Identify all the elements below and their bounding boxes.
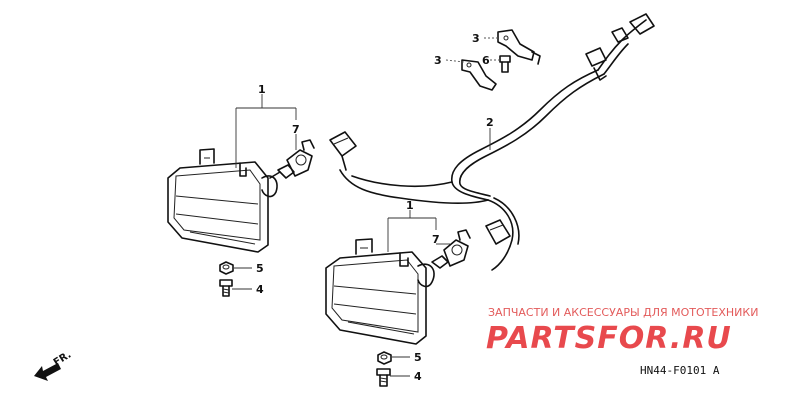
watermark-brand: PARTSFOR.RU [486, 321, 732, 356]
left-screw [219, 279, 233, 297]
direction-label: FR. [52, 349, 74, 368]
left-bulb [269, 139, 315, 179]
callout-screw-left: 4 [256, 283, 264, 296]
diagram-code: HN44-F0101 A [640, 364, 720, 377]
callout-bolt: 6 [482, 54, 490, 67]
watermark-caption: ЗАПЧАСТИ И АКСЕССУАРЫ ДЛЯ МОТОТЕХНИКИ [488, 306, 758, 319]
callout-numbers: 1 7 1 7 5 4 5 4 2 3 3 6 [256, 32, 494, 383]
callout-stay-upper: 3 [472, 32, 480, 45]
stay-lower [461, 59, 497, 91]
right-headlight-assembly [325, 238, 435, 345]
callout-nut-right: 5 [414, 351, 422, 364]
watermark: ЗАПЧАСТИ И АКСЕССУАРЫ ДЛЯ МОТОТЕХНИКИ PA… [486, 306, 758, 356]
wire-harness [329, 13, 655, 271]
callout-headlight-right: 1 [406, 199, 414, 212]
callout-nut-left: 5 [256, 262, 264, 275]
callout-bulb-right: 7 [432, 233, 440, 246]
callout-bulb-left: 7 [292, 123, 300, 136]
callout-wire-harness: 2 [486, 116, 494, 129]
left-headlight-assembly [167, 148, 278, 253]
stay-upper [497, 29, 541, 65]
callout-screw-right: 4 [414, 370, 422, 383]
callout-headlight-left: 1 [258, 83, 266, 96]
leader-lines [232, 37, 500, 377]
right-screw [376, 368, 391, 387]
right-nut [377, 351, 392, 365]
callout-stay-lower: 3 [434, 54, 442, 67]
right-bulb [431, 229, 471, 269]
front-arrow-icon [34, 363, 61, 381]
bolt [499, 55, 511, 73]
left-nut [219, 261, 234, 275]
front-direction-indicator: FR. [34, 349, 73, 381]
